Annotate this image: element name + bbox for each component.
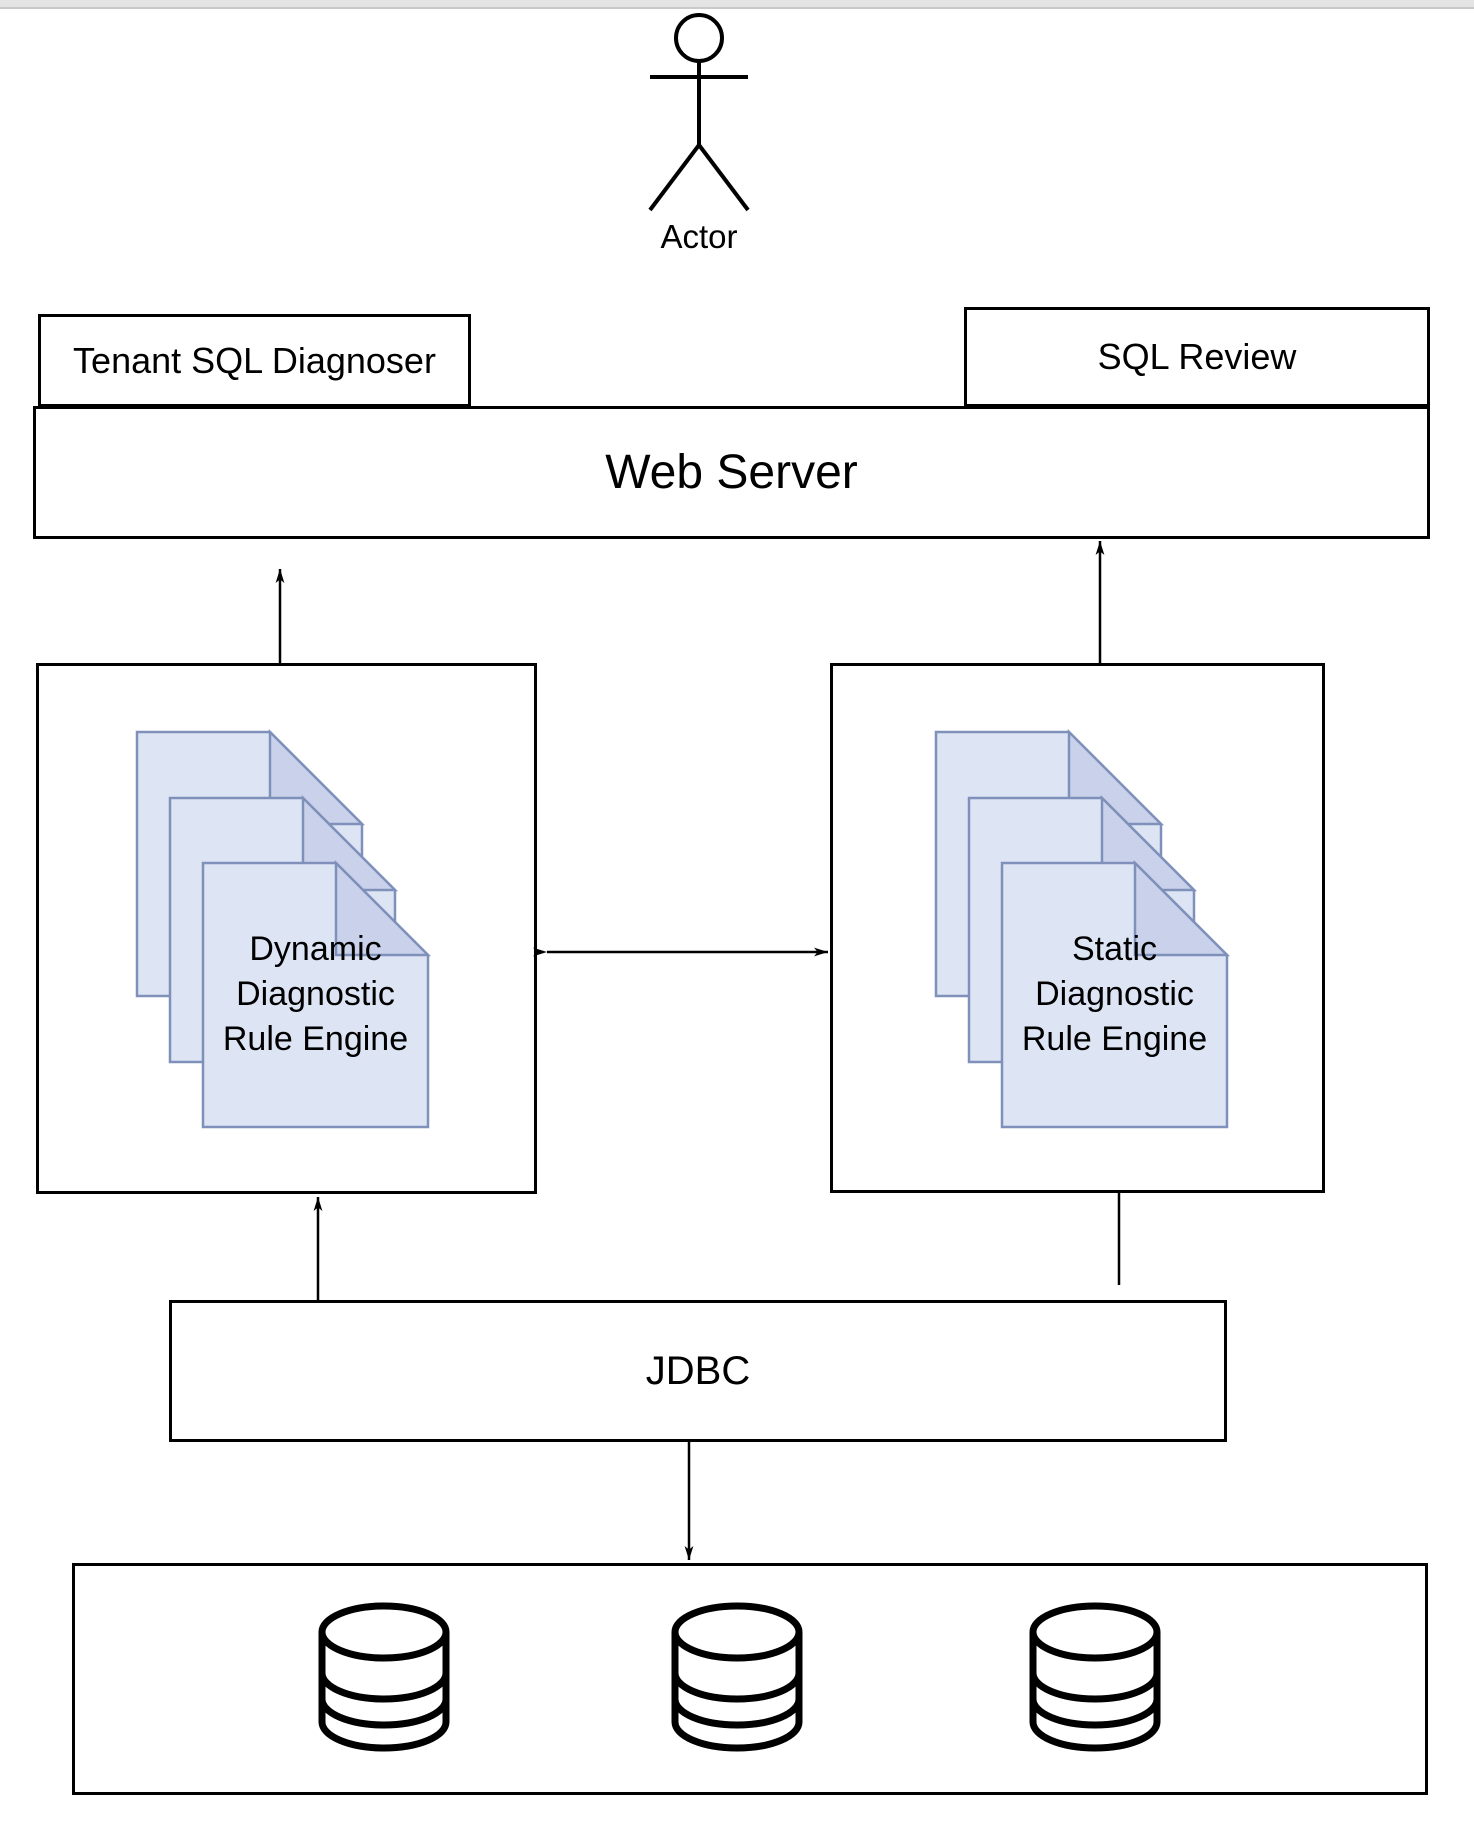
dynamic-rule-engine-label: Dynamic Diagnostic Rule Engine [203, 927, 428, 1062]
tenant-sql-diagnoser-label: Tenant SQL Diagnoser [73, 339, 436, 381]
tenant-sql-diagnoser-node: Tenant SQL Diagnoser [38, 314, 471, 407]
actor-icon [648, 13, 750, 212]
database-tier-node [72, 1563, 1428, 1795]
static-label-line3: Rule Engine [1021, 1020, 1208, 1058]
web-server-label: Web Server [605, 446, 858, 499]
web-server-node: Web Server [33, 406, 1430, 539]
static-label-line1: Static [1071, 930, 1158, 968]
dynamic-label-line2: Diagnostic [236, 975, 395, 1013]
window-top-edge [0, 0, 1474, 9]
dynamic-label-line1: Dynamic [249, 930, 382, 968]
jdbc-label: JDBC [645, 1348, 751, 1393]
sql-review-label: SQL Review [1097, 336, 1297, 377]
static-rule-engine-label: Static Diagnostic Rule Engine [1002, 927, 1227, 1062]
static-label-line2: Diagnostic [1035, 975, 1194, 1013]
jdbc-node: JDBC [169, 1300, 1227, 1442]
dynamic-label-line3: Rule Engine [222, 1020, 409, 1058]
actor-label: Actor [660, 218, 738, 255]
sql-review-node: SQL Review [964, 307, 1430, 407]
